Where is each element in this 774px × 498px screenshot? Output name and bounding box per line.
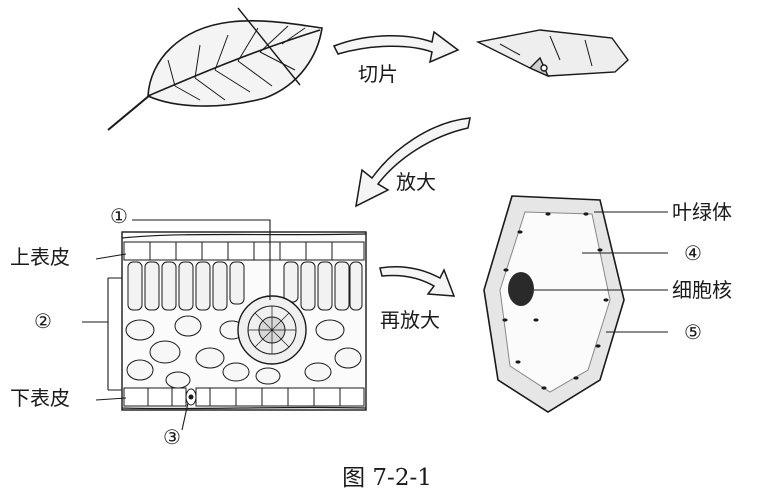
section-leader-lines (82, 219, 271, 431)
whole-leaf (107, 7, 323, 131)
nucleus (508, 272, 534, 306)
label-marker-2: ② (34, 309, 52, 333)
enlarged-cell (483, 195, 625, 413)
zoom-arrow (355, 117, 471, 208)
label-marker-3: ③ (163, 425, 181, 449)
label-zoom-again: 再放大 (380, 308, 440, 332)
label-nucleus: 细胞核 (672, 278, 732, 302)
label-marker-5: ⑤ (684, 320, 702, 344)
upper-epidermis-cells (123, 241, 365, 261)
stoma (185, 388, 197, 406)
label-slice: 切片 (358, 62, 398, 86)
lower-epidermis-cells (123, 387, 365, 407)
zoom-again-arrow (379, 266, 456, 297)
leaf-vein (237, 295, 307, 365)
cell-leader-lines (534, 211, 668, 333)
label-marker-4: ④ (684, 241, 702, 265)
figure-caption: 图 7-2-1 (342, 465, 432, 491)
label-upper-epidermis: 上表皮 (10, 245, 70, 269)
label-chloroplast: 叶绿体 (672, 200, 732, 224)
leaf-cross-section (121, 231, 367, 411)
chloroplasts (502, 212, 609, 390)
label-zoom: 放大 (396, 170, 436, 194)
spongy-cells (125, 315, 362, 389)
leaf-slice (475, 29, 629, 78)
label-marker-1: ① (110, 204, 128, 228)
label-lower-epidermis: 下表皮 (10, 386, 70, 410)
slice-arrow (332, 30, 460, 64)
palisade-cells (127, 261, 363, 311)
